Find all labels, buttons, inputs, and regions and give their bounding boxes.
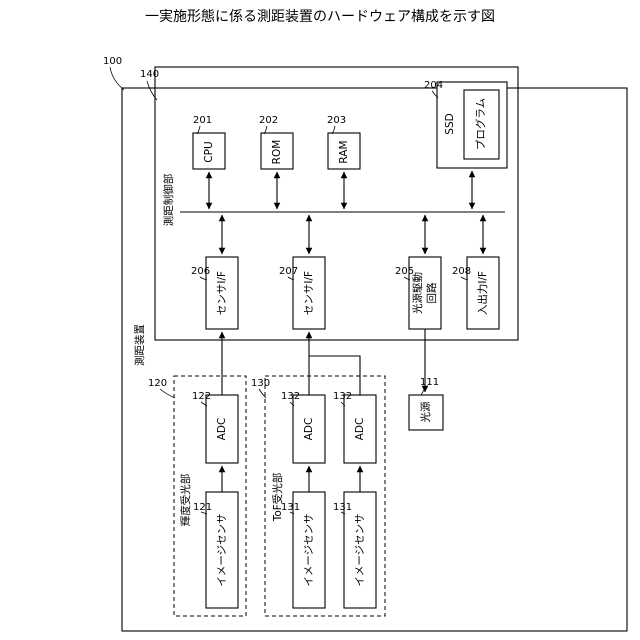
controller-ref: 140 <box>140 69 159 80</box>
io-if-ref: 208 <box>452 266 471 277</box>
ram-ref: 203 <box>327 115 346 126</box>
tof-adc-b-ref: 132 <box>333 391 352 402</box>
tof-receiver-ref: 130 <box>251 378 270 389</box>
tof-image-sensor-a-label: イメージセンサ <box>303 513 315 586</box>
luminance-receiver-label: 輝度受光部 <box>179 474 192 527</box>
sensor-if-1-ref: 206 <box>191 266 210 277</box>
tof-image-sensor-b-label: イメージセンサ <box>354 513 366 586</box>
rom-label: ROM <box>271 140 283 165</box>
light-source-ref-lead <box>421 388 425 395</box>
luminance-receiver-ref: 120 <box>148 378 167 389</box>
light-source-label: 光源 <box>419 401 432 422</box>
luminance-receiver-ref-lead <box>160 389 175 398</box>
io-if-label: 入出力I/F <box>476 271 489 315</box>
tof-adc-a-label: ADC <box>303 418 315 441</box>
ssd-ref: 204 <box>424 80 443 91</box>
luminance-adc-label: ADC <box>216 418 228 441</box>
sensor-if-1-label: センサI/F <box>216 271 228 315</box>
drive-circuit-label-line2: 回路 <box>425 282 438 303</box>
tof-image-sensor-a-ref: 131 <box>281 502 300 513</box>
controller-label: 測距制御部 <box>162 174 175 227</box>
luminance-image-sensor-label: イメージセンサ <box>216 513 228 586</box>
device-ref: 100 <box>103 56 122 67</box>
rom-ref: 202 <box>259 115 278 126</box>
cpu-label: CPU <box>203 141 215 162</box>
luminance-adc-ref: 122 <box>192 391 211 402</box>
tof-receiver-label: ToF受光部 <box>271 473 284 523</box>
ssd-label: SSD <box>444 113 456 134</box>
program-label: プログラム <box>474 98 487 150</box>
tof-adc-a-ref: 132 <box>281 391 300 402</box>
device-label: 測距装置 <box>133 324 146 366</box>
tof-image-sensor-b-ref: 131 <box>333 502 352 513</box>
tof-adc-b-label: ADC <box>354 418 366 441</box>
sensor-if-2-label: センサI/F <box>303 271 315 315</box>
cpu-ref: 201 <box>193 115 212 126</box>
ram-label: RAM <box>338 140 350 163</box>
drive-circuit-ref: 205 <box>395 266 414 277</box>
drive-circuit-label-line1: 光源駆動 <box>411 272 424 314</box>
luminance-image-sensor-ref: 121 <box>193 502 212 513</box>
light-source-ref: 111 <box>420 377 439 388</box>
device-ref-lead <box>110 67 124 90</box>
sensor-if-2-ref: 207 <box>279 266 298 277</box>
